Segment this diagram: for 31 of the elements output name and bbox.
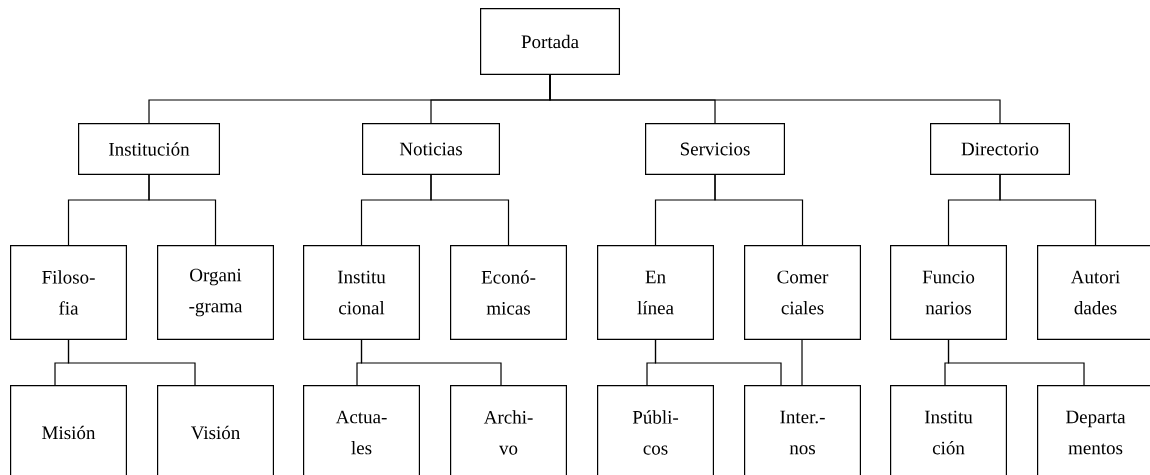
page-box: Funcio narios [890, 245, 1007, 340]
page-box: Autori dades [1037, 245, 1150, 340]
connector-line [67, 339, 196, 386]
connector-line [148, 174, 217, 246]
page-box: Servicios [645, 123, 785, 175]
page-box: Inter.- nos [744, 385, 861, 475]
page-box: Misión [10, 385, 127, 475]
connector-line [549, 74, 1001, 124]
page-box: Institución [78, 123, 220, 175]
page-box: Noticias [362, 123, 500, 175]
connector-line [947, 339, 1085, 386]
connector-line [654, 339, 782, 386]
page-box: Institu cional [303, 245, 420, 340]
connector-line [714, 174, 804, 246]
page-box: Archi- vo [450, 385, 567, 475]
page-box: Comer ciales [744, 245, 861, 340]
connector-line [999, 174, 1097, 246]
page-box: Departa mentos [1037, 385, 1150, 475]
connector-line [801, 339, 803, 386]
page-box: Institu ción [890, 385, 1007, 475]
page-box: Filoso- fia [10, 245, 127, 340]
page-box: Visión [157, 385, 274, 475]
page-box: En línea [597, 245, 714, 340]
connector-line [430, 174, 510, 246]
page-box: Actua- les [303, 385, 420, 475]
connector-line [360, 339, 502, 386]
page-box: Portada [480, 8, 620, 75]
page-box: Públi- cos [597, 385, 714, 475]
page-box: Directorio [930, 123, 1070, 175]
page-box: Organi -grama [157, 245, 274, 340]
page-box: Econó- micas [450, 245, 567, 340]
